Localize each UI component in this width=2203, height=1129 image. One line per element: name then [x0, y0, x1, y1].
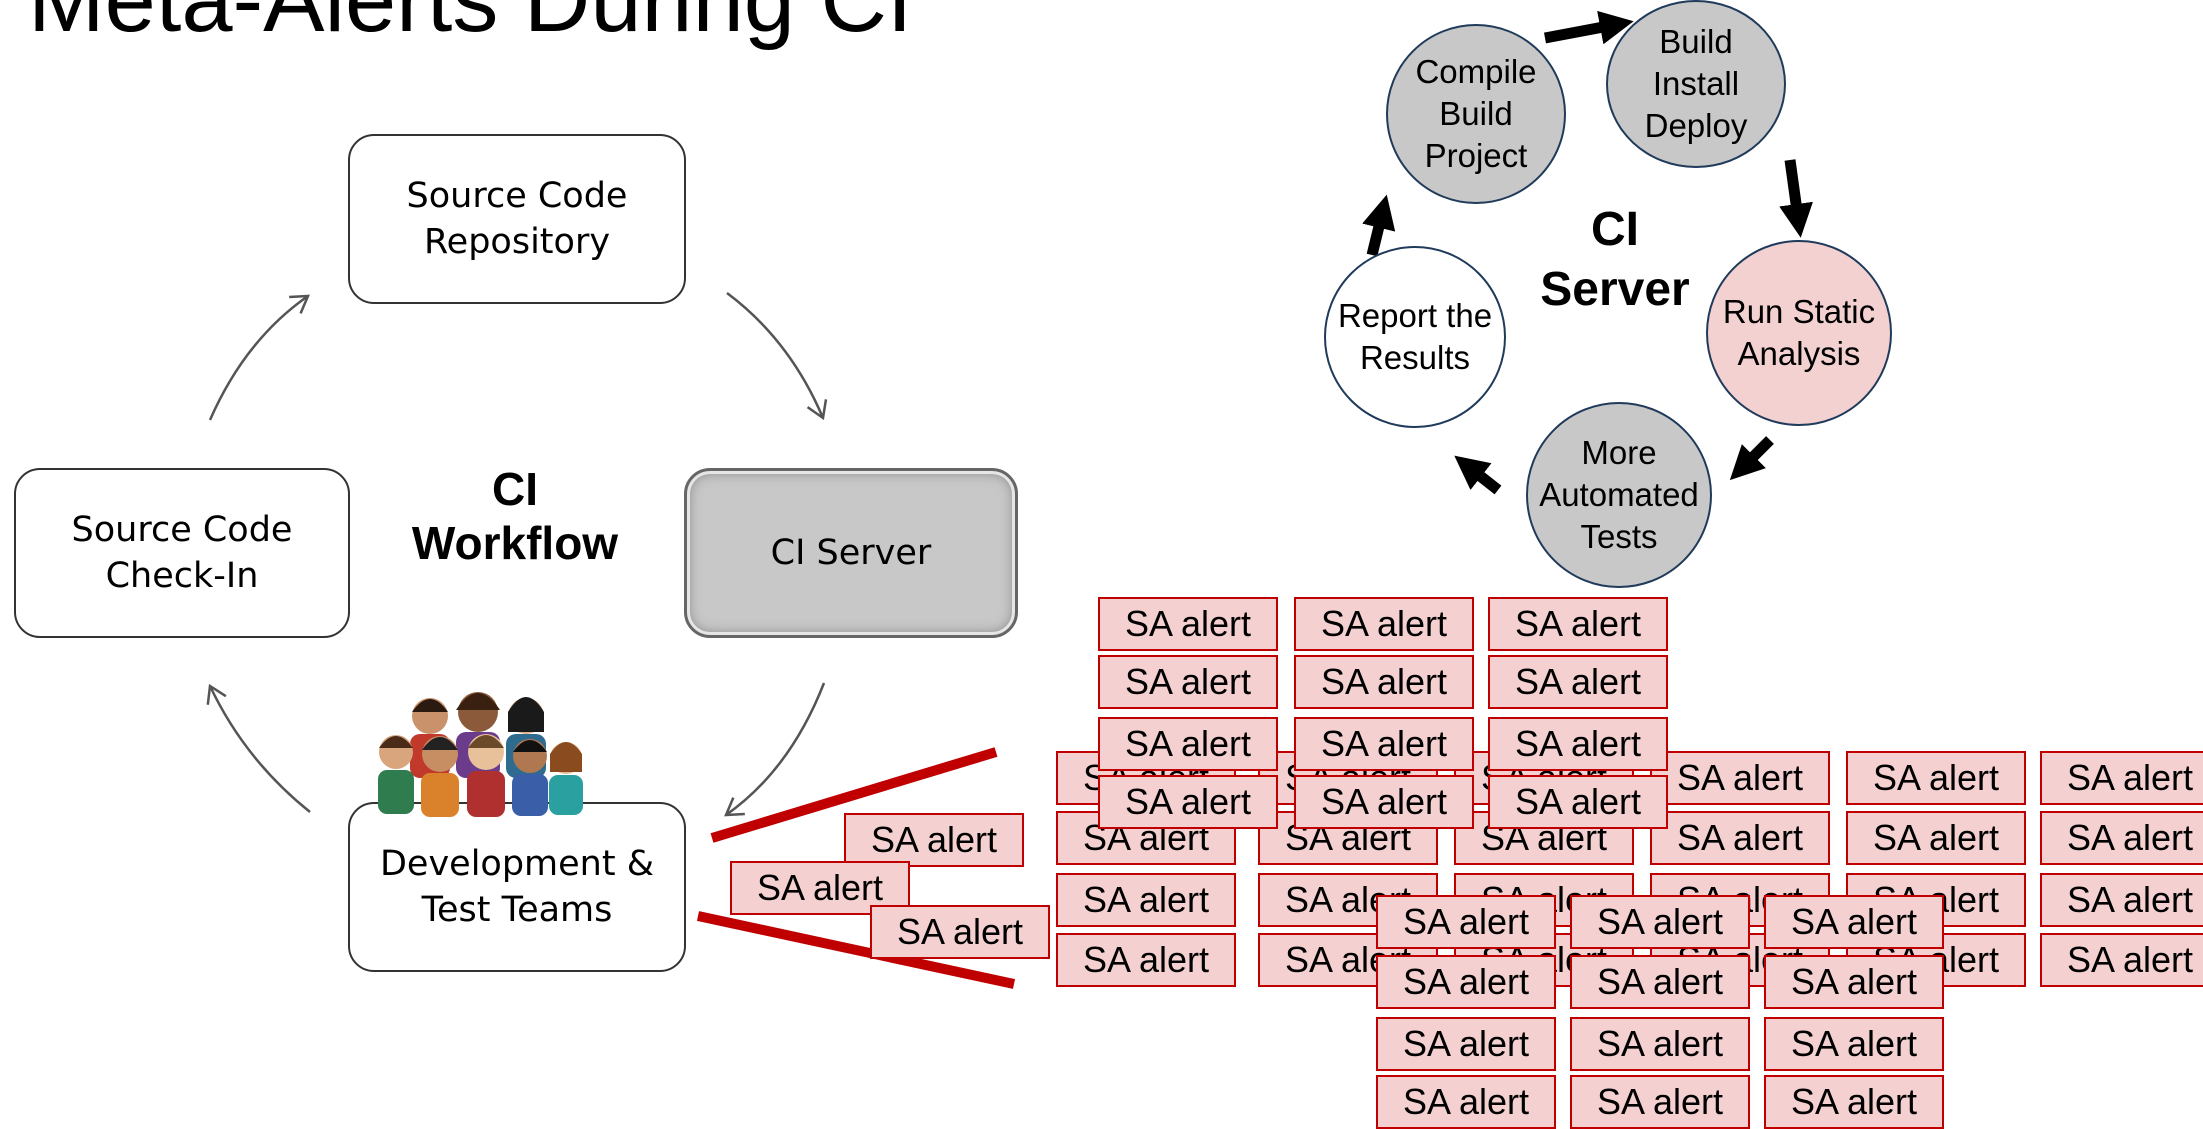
- sa-alert-box: SA alert: [1376, 1017, 1556, 1071]
- sa-alert-box: SA alert: [1650, 811, 1830, 865]
- arrow-repo-to-server: [726, 291, 828, 421]
- compile-line1: Compile: [1415, 53, 1537, 90]
- person-front-5: [549, 742, 583, 815]
- step-more-automated-tests: More Automated Tests: [1526, 402, 1712, 588]
- ci-server-label: CI Server: [770, 533, 932, 573]
- ci-server-cycle-label: CI Server: [1510, 200, 1720, 320]
- sa-alert-box: SA alert: [1098, 717, 1278, 771]
- sa-alert-box: SA alert: [1488, 775, 1668, 829]
- build-line2: Install: [1652, 65, 1740, 102]
- ci-server-box: CI Server: [684, 468, 1018, 638]
- arrow-report-to-compile: [1362, 194, 1396, 257]
- source-code-check-in-box: Source Code Check-In: [14, 468, 350, 638]
- sa-alert-box: SA alert: [1488, 597, 1668, 651]
- sa-alert-box: SA alert: [2040, 873, 2203, 927]
- person-front-3: [467, 734, 505, 817]
- person-front-2: [421, 736, 459, 817]
- sa-alert-box: SA alert: [1650, 751, 1830, 805]
- funnel-line-upper: [710, 747, 998, 843]
- arrow-static-to-tests: [1729, 436, 1774, 481]
- sa-alert-box: SA alert: [1488, 717, 1668, 771]
- arrow-build-to-static: [1779, 159, 1813, 238]
- ci-workflow-label: CI Workflow: [395, 462, 635, 570]
- sa-alert-box: SA alert: [1846, 751, 2026, 805]
- sa-alert-box: SA alert: [1056, 873, 1236, 927]
- sa-alert-box: SA alert: [1570, 955, 1750, 1009]
- sa-alert-box: SA alert: [1056, 933, 1236, 987]
- checkin-label-line1: Source Code: [71, 510, 293, 550]
- sa-alert-box: SA alert: [1098, 597, 1278, 651]
- sa-alert-box: SA alert: [2040, 933, 2203, 987]
- static-line1: Run Static: [1722, 293, 1876, 330]
- sa-alert-box: SA alert: [1098, 775, 1278, 829]
- sa-alert-box: SA alert: [1570, 1075, 1750, 1129]
- sa-alert-box: SA alert: [1488, 655, 1668, 709]
- person-front-1: [378, 735, 414, 814]
- person-front-4: [512, 739, 548, 816]
- sa-alert-box: SA alert: [1764, 895, 1944, 949]
- arrow-checkin-to-repo: [208, 294, 310, 421]
- build-line1: Build: [1659, 23, 1733, 60]
- repo-label-line2: Repository: [423, 222, 611, 262]
- sa-alert-box: SA alert: [2040, 751, 2203, 805]
- sa-alert-box: SA alert: [1294, 655, 1474, 709]
- development-test-teams-box: Development & Test Teams: [348, 802, 686, 972]
- arrow-tests-to-report: [1454, 455, 1502, 495]
- sa-alert-box: SA alert: [844, 813, 1024, 867]
- server-center-line1: CI: [1591, 203, 1639, 256]
- static-line2: Analysis: [1737, 335, 1861, 372]
- step-report-the-results: Report the Results: [1324, 246, 1506, 428]
- server-center-line2: Server: [1540, 263, 1690, 316]
- sa-alert-box: SA alert: [1764, 955, 1944, 1009]
- arrow-compile-to-build: [1543, 10, 1634, 45]
- report-line1: Report the: [1337, 297, 1493, 334]
- workflow-center-line1: CI: [492, 463, 538, 515]
- teams-label-line2: Test Teams: [421, 890, 613, 930]
- compile-line2: Build: [1439, 95, 1513, 132]
- sa-alert-box: SA alert: [870, 905, 1050, 959]
- source-code-repository-box: Source Code Repository: [348, 134, 686, 304]
- report-line2: Results: [1359, 339, 1471, 376]
- tests-line2: Automated: [1539, 476, 1699, 513]
- sa-alert-box: SA alert: [1098, 655, 1278, 709]
- teams-label-line1: Development &: [379, 844, 655, 884]
- sa-alert-box: SA alert: [1570, 895, 1750, 949]
- step-compile-build-project: Compile Build Project: [1386, 24, 1566, 204]
- sa-alert-box: SA alert: [1376, 895, 1556, 949]
- step-build-install-deploy: Build Install Deploy: [1606, 0, 1786, 168]
- sa-alert-box: SA alert: [1570, 1017, 1750, 1071]
- checkin-label-line2: Check-In: [105, 556, 259, 596]
- funnel-line-lower: [696, 911, 1016, 989]
- repo-label-line1: Source Code: [406, 176, 628, 216]
- arrow-server-to-teams: [724, 682, 826, 817]
- sa-alert-box: SA alert: [1764, 1075, 1944, 1129]
- sa-alert-box: SA alert: [2040, 811, 2203, 865]
- sa-alert-box: SA alert: [1764, 1017, 1944, 1071]
- slide-title: Meta-Alerts During CI: [28, 0, 913, 51]
- compile-line3: Project: [1424, 137, 1528, 174]
- sa-alert-box: SA alert: [1376, 1075, 1556, 1129]
- sa-alert-box: SA alert: [1846, 811, 2026, 865]
- tests-line1: More: [1581, 434, 1657, 471]
- step-run-static-analysis: Run Static Analysis: [1706, 240, 1892, 426]
- workflow-center-line2: Workflow: [411, 517, 619, 569]
- sa-alert-box: SA alert: [1294, 597, 1474, 651]
- sa-alert-box: SA alert: [1294, 775, 1474, 829]
- tests-line3: Tests: [1580, 518, 1658, 555]
- sa-alert-box: SA alert: [1294, 717, 1474, 771]
- sa-alert-box: SA alert: [1376, 955, 1556, 1009]
- build-line3: Deploy: [1644, 107, 1748, 144]
- arrow-teams-to-checkin: [206, 683, 311, 813]
